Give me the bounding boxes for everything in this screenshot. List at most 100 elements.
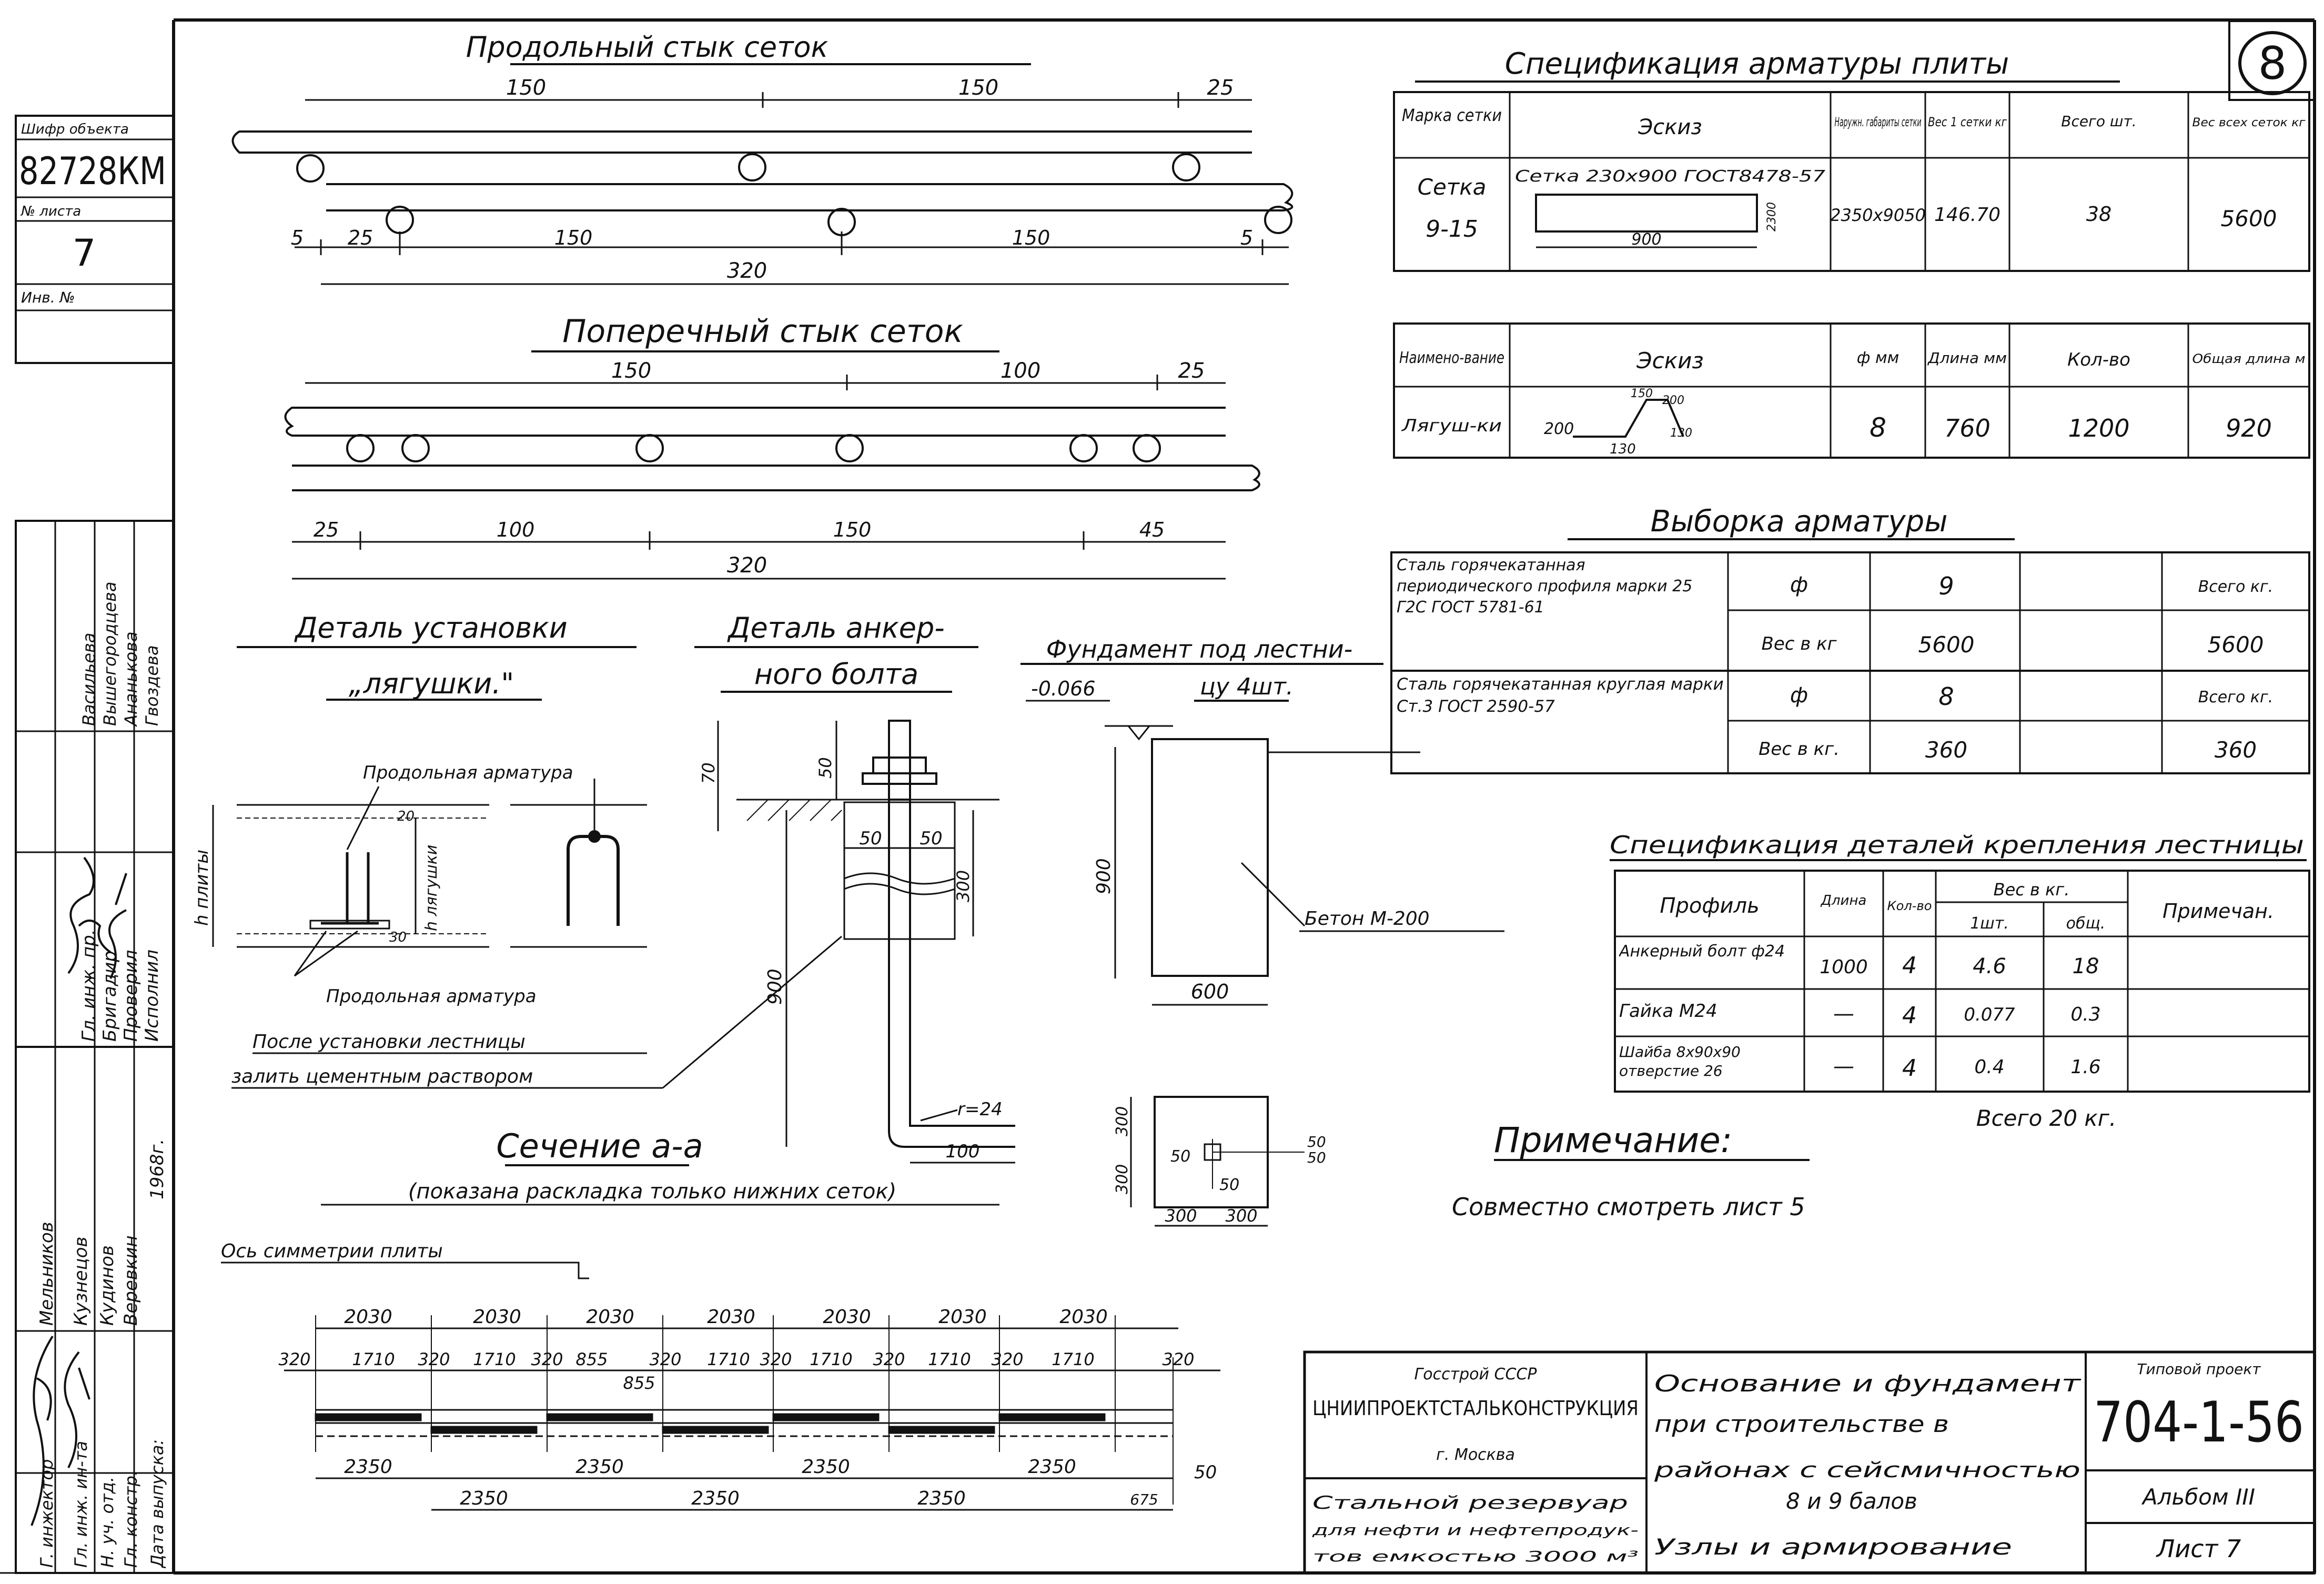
role-a-3: Исполнил — [142, 950, 163, 1042]
frog-title-1: Деталь установки — [294, 611, 568, 644]
sec-extra-855: 855 — [623, 1373, 655, 1393]
role-b-3: Гл. констр. — [121, 1470, 141, 1568]
org-1: Госстрой СССР — [1414, 1365, 1538, 1384]
signature-scribble — [64, 1351, 90, 1468]
long-dim-bot-3: 150 — [1012, 226, 1050, 249]
sec-top-6: 2030 — [1059, 1306, 1108, 1328]
sec-bot-b-2: 2350 — [917, 1488, 966, 1509]
org-2: ЦНИИПРОЕКТСТАЛЬКОНСТРУКЦИЯ — [1312, 1397, 1639, 1420]
name-b-1: Кузнецов — [70, 1237, 92, 1326]
anchor-d300: 300 — [953, 870, 973, 902]
spec-frog-qty: 1200 — [2068, 414, 2129, 442]
desc-2: при строительстве в — [1654, 1411, 1949, 1438]
foundation-level: -0.066 — [1031, 677, 1096, 700]
parts-row-2-len: — — [1833, 1054, 1854, 1078]
plan-300b: 300 — [1113, 1164, 1131, 1194]
signature-scribble — [108, 873, 127, 979]
frog-h-frog: h лягушки — [422, 845, 441, 931]
selection-r2-total: 360 — [2215, 737, 2257, 763]
trans-dim-top-0: 150 — [611, 359, 651, 383]
frog-label-top: Продольная арматура — [363, 762, 573, 783]
role-b-0: Г. инжектор — [37, 1459, 57, 1568]
transverse-title: Поперечный стык сеток — [562, 313, 963, 350]
org-3: г. Москва — [1436, 1446, 1515, 1464]
long-dim-top-1: 150 — [958, 76, 998, 100]
parts-row-1-qty: 4 — [1902, 1002, 1917, 1029]
trans-dim-bot-2: 150 — [833, 518, 872, 541]
anchor-d900: 900 — [764, 968, 786, 1005]
anchor-title-2: ного болта — [754, 658, 918, 691]
selection-r1-total: 5600 — [2208, 632, 2264, 658]
trans-dim-total: 320 — [727, 553, 767, 578]
frog-h-plate: h плиты — [191, 850, 213, 926]
spec-plate-h2: Наружн. габариты сетки — [1835, 115, 1922, 129]
sec-top-5: 2030 — [938, 1306, 987, 1328]
spec-frog-h2: ф мм — [1857, 349, 1899, 367]
sec-mid-13: 1710 — [1052, 1349, 1094, 1369]
sec-mid-2: 320 — [418, 1349, 450, 1369]
sheet-frame — [0, 18, 2316, 1575]
parts-row-1-len: — — [1833, 1002, 1854, 1026]
table-row: Анкерный болт ф24 1000 4 4.6 18 — [1619, 942, 2099, 979]
plan-300d: 300 — [1225, 1206, 1257, 1226]
anchor-d100: 100 — [946, 1141, 980, 1162]
spec-frog-h0: Наимено-вание — [1399, 349, 1504, 367]
selection-r2-phi: ф — [1790, 683, 1808, 708]
selection-r2-weight-label: Вес в кг. — [1759, 739, 1840, 760]
sec-mid-8: 320 — [760, 1349, 792, 1369]
title-block: Госстрой СССР ЦНИИПРОЕКТСТАЛЬКОНСТРУКЦИЯ… — [1303, 1350, 2316, 1575]
parts-row-0-w1: 4.6 — [1973, 954, 2006, 978]
spec-frog-len: 760 — [1944, 414, 1990, 442]
parts-row-2-wt: 1.6 — [2070, 1056, 2100, 1078]
sec-bot-a-2: 2350 — [802, 1456, 850, 1478]
spec-plate-title: Спецификация арматуры плиты — [1505, 47, 2009, 81]
sec-mid-5: 855 — [575, 1349, 608, 1369]
long-dim-bot-1: 25 — [348, 226, 373, 249]
spec-parts-h0: Профиль — [1660, 894, 1759, 918]
ladder-foundation-detail: Фундамент под лестни- цу 4шт. -0.066 900… — [1020, 635, 1504, 1227]
sec-end-50: 50 — [1194, 1462, 1217, 1483]
long-dim-top-0: 150 — [506, 76, 546, 100]
sheet-label: Лист 7 — [2156, 1535, 2241, 1563]
parts-row-0-len: 1000 — [1820, 956, 1868, 978]
signature-scribble — [67, 856, 112, 974]
spec-plate-total: 5600 — [2221, 206, 2277, 231]
name-a-1: Вышегородцева — [100, 581, 120, 726]
spec-plate-h1: Эскиз — [1638, 115, 1702, 139]
selection-r2-weight: 360 — [1925, 737, 1967, 763]
foundation-d900: 900 — [1093, 858, 1115, 894]
spec-frog-name: Лягуш-ки — [1401, 416, 1502, 436]
plan-50b: 50 — [1219, 1176, 1239, 1194]
spec-frog-s200: 200 — [1544, 420, 1574, 438]
long-dim-bot-0: 5 — [291, 226, 304, 249]
spec-plate-weight1: 146.70 — [1934, 204, 2000, 226]
spec-parts-h6: Примечан. — [2163, 900, 2274, 923]
name-b-0: Мельников — [36, 1222, 57, 1326]
note-title: Примечание: — [1494, 1120, 1732, 1161]
anchor-d50a: 50 — [859, 828, 882, 849]
plan-50c: 50 — [1307, 1133, 1326, 1151]
spec-plate-table: Спецификация арматуры плиты Марка сетки … — [1393, 47, 2310, 272]
desc-4: 8 и 9 балов — [1786, 1488, 1917, 1514]
object-2: для нефти и нефтепродук- — [1311, 1521, 1639, 1539]
foundation-d600: 600 — [1191, 980, 1229, 1003]
spec-parts-title: Спецификация деталей крепления лестницы — [1610, 831, 2304, 859]
name-a-3: Гвоздева — [142, 645, 162, 726]
spec-frog-dia: 8 — [1870, 412, 1886, 443]
selection-r2-total-label: Всего кг. — [2198, 688, 2274, 707]
spec-parts-h1: Длина — [1821, 893, 1867, 909]
selection-r2-phi-val: 8 — [1938, 682, 1954, 711]
sec-mid-1: 1710 — [352, 1349, 395, 1369]
sec-end-675: 675 — [1130, 1491, 1158, 1508]
selection-title: Выборка арматуры — [1651, 505, 1948, 539]
tp-value: 704-1-56 — [2094, 1390, 2304, 1455]
sec-mid-12: 320 — [991, 1349, 1023, 1369]
foundation-title-2: цу 4шт. — [1200, 673, 1294, 700]
frog-title-2: „лягушки." — [349, 667, 514, 700]
spec-plate-sketch-900: 900 — [1631, 230, 1661, 249]
spec-plate-mark-1: Сетка — [1418, 174, 1487, 200]
sec-bot-a-1: 2350 — [575, 1456, 624, 1478]
selection-r1-phi-val: 9 — [1938, 572, 1954, 600]
sec-top-1: 2030 — [473, 1306, 521, 1328]
